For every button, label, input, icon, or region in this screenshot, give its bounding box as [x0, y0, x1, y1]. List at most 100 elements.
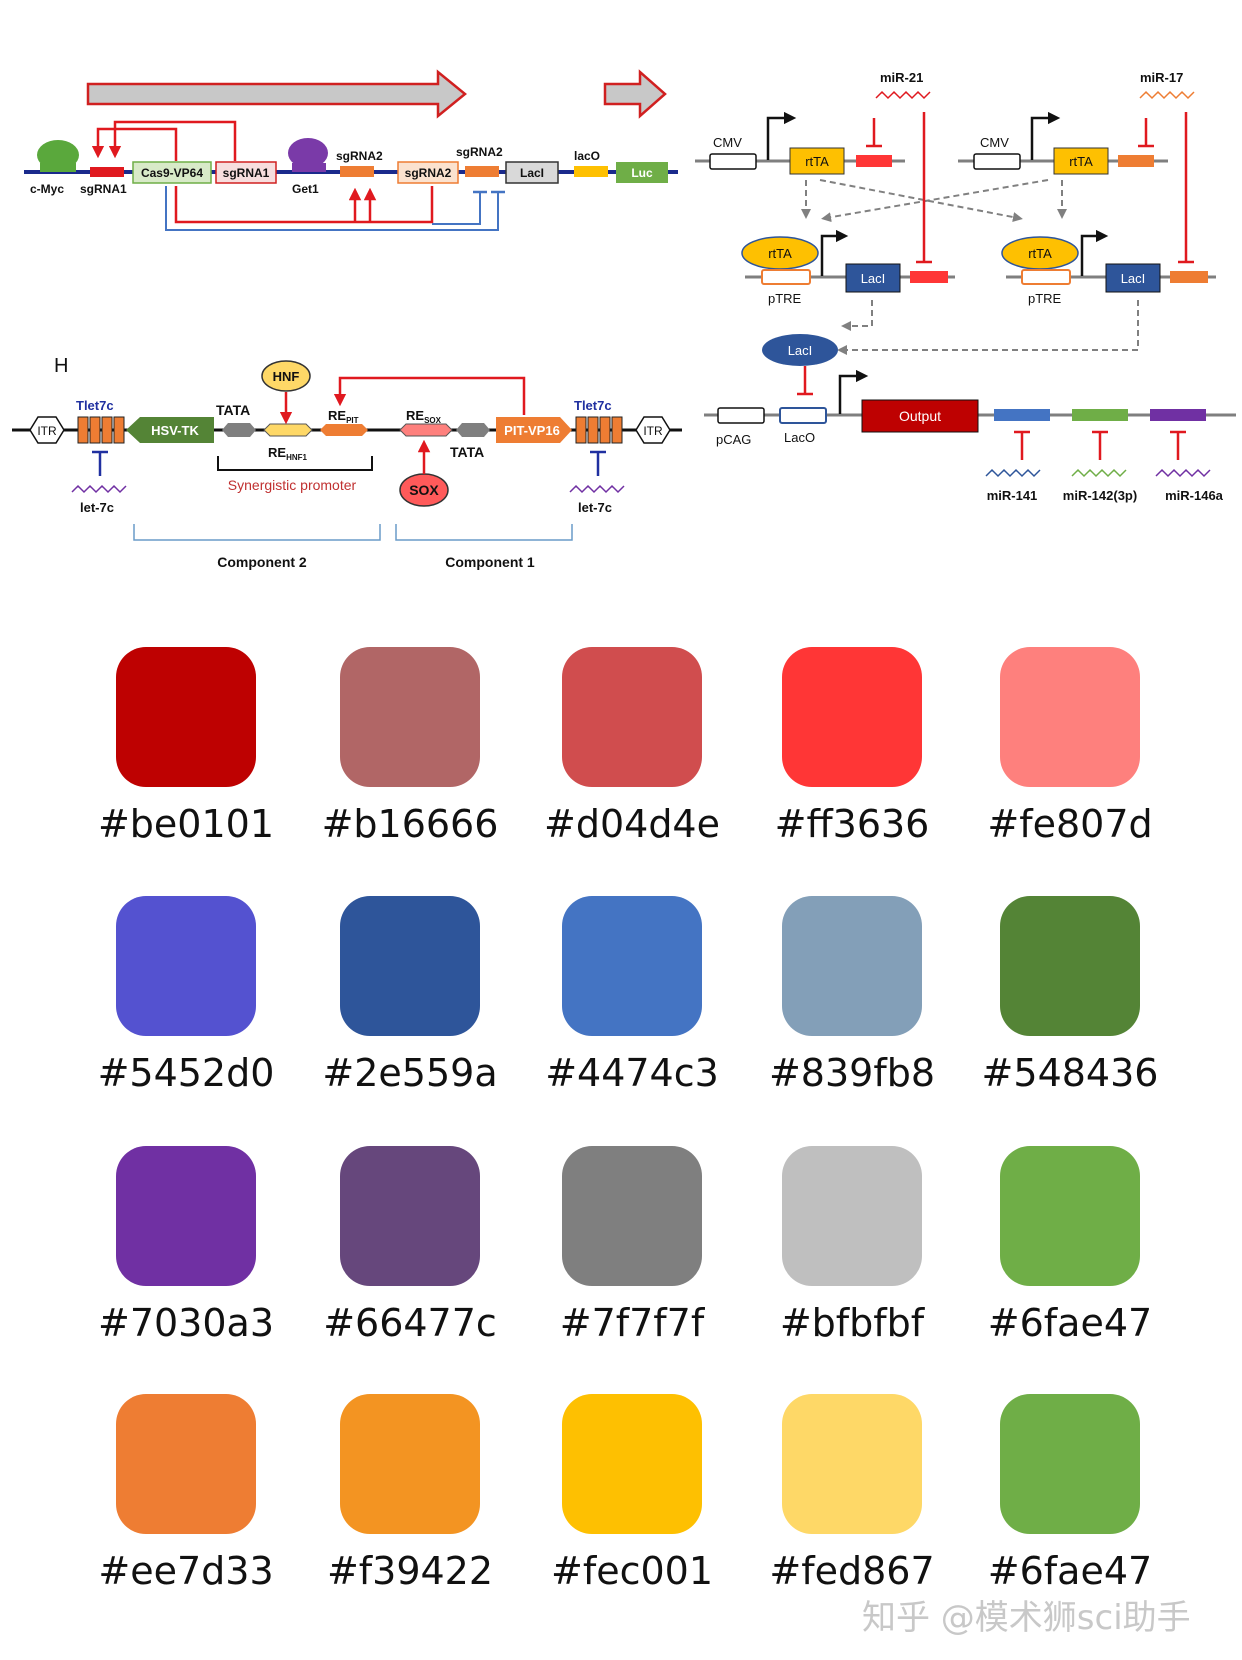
color-swatch — [562, 1394, 702, 1534]
color-hex-label: #bfbfbf — [779, 1301, 925, 1345]
laci-oval-label: LacI — [788, 343, 813, 358]
tss-arrow-output — [838, 369, 869, 414]
color-swatch — [1000, 647, 1140, 787]
output-label: Output — [899, 408, 941, 424]
laci-2-label: LacI — [1121, 271, 1146, 286]
dashed-laci-2 — [837, 300, 1139, 355]
let7c-right-mirna — [569, 484, 625, 494]
color-hex-label: #b16666 — [321, 802, 499, 846]
itr-right — [635, 416, 671, 444]
rtta-oval-1-label: rtTA — [768, 246, 792, 261]
tss-arrow-1 — [766, 111, 797, 160]
itr-right-label: ITR — [643, 424, 663, 438]
panel-c: miR-21 miR-17 CMV rtTA CMV rtTA rtTA — [695, 70, 1236, 503]
sgrna-link-red — [174, 186, 434, 224]
mir17-site-2 — [1170, 271, 1208, 283]
laci-box — [505, 161, 559, 184]
color-hex-label: #548436 — [981, 1051, 1159, 1095]
feedback-arrow-1 — [91, 127, 178, 161]
color-hex-label: #ff3636 — [774, 802, 930, 846]
pit-vp16-label: PIT-VP16 — [504, 423, 560, 438]
sgrna2-site-2 — [465, 166, 499, 177]
feedback-arrow-2 — [108, 120, 237, 161]
itr-left — [29, 416, 65, 444]
mir21-site-1 — [856, 155, 892, 167]
rtta-oval-2-label: rtTA — [1028, 246, 1052, 261]
dashed-cross-1 — [819, 179, 1023, 222]
hnf-oval — [261, 360, 311, 392]
pit-vp16-box — [496, 417, 572, 443]
cmv-promoter-2 — [973, 153, 1021, 170]
tata-box-1 — [222, 423, 256, 437]
sox-label: SOX — [409, 482, 439, 498]
re-sox-label: RESOX — [406, 408, 442, 425]
color-hex-label: #fec001 — [550, 1549, 714, 1593]
mir142-label: miR-142(3p) — [1063, 488, 1137, 503]
re-hnf1-label: REHNF1 — [268, 445, 308, 462]
color-swatch — [782, 1146, 922, 1286]
watermark: 知乎 @模术狮sci助手 — [862, 1598, 1191, 1638]
mir17-label: miR-17 — [1140, 70, 1183, 85]
sgrna2-top-label: sgRNA2 — [336, 149, 383, 163]
laco-label: lacO — [574, 149, 600, 163]
mir146a-wave — [1155, 468, 1211, 478]
cmv-1-label: CMV — [713, 135, 742, 150]
output-box — [861, 399, 979, 433]
mir21-wave — [875, 90, 931, 100]
tlet7c-right-sites — [575, 416, 623, 444]
component1-label: Component 1 — [445, 554, 535, 570]
laci-1-label: LacI — [861, 271, 886, 286]
re-hnf1-element — [263, 423, 313, 437]
color-swatch — [1000, 1394, 1140, 1534]
mir17-site-1 — [1118, 155, 1154, 167]
let7c-right-label: let-7c — [578, 500, 612, 515]
sgrna2-top2-label: sgRNA2 — [456, 145, 503, 159]
cas9-label: Cas9-VP64 — [141, 166, 203, 180]
color-swatch — [116, 647, 256, 787]
dashed-cross-2 — [821, 179, 1049, 223]
hsvtk-label: HSV-TK — [151, 423, 199, 438]
pcag-label: pCAG — [716, 432, 751, 447]
cmyc-label: c-Myc — [30, 182, 64, 196]
color-hex-label: #66477c — [323, 1301, 497, 1345]
ptre-2-label: pTRE — [1028, 291, 1062, 306]
ptre-promoter-2 — [1021, 269, 1071, 285]
cmyc-oval — [37, 140, 79, 170]
get1-site — [292, 163, 326, 172]
itr-left-label: ITR — [37, 424, 57, 438]
color-swatch — [340, 896, 480, 1036]
rtta-1-label: rtTA — [805, 154, 829, 169]
ptre-promoter-1 — [761, 269, 811, 285]
color-hex-label: #6fae47 — [987, 1549, 1153, 1593]
laco-operator — [779, 407, 827, 424]
panel-h: H ITR Tlet7c HSV-TK TATA HNF REHNF1 REPI… — [12, 355, 682, 570]
rtta-box-1 — [789, 147, 845, 175]
component1-bracket — [395, 524, 573, 541]
re-pit-element — [320, 424, 368, 436]
synergistic-label: Synergistic promoter — [228, 477, 357, 493]
color-swatch — [1000, 896, 1140, 1036]
sgrna1-box-label: sgRNA1 — [223, 166, 270, 180]
mir142-site — [1072, 409, 1128, 421]
color-hex-label: #4474c3 — [545, 1051, 719, 1095]
laco-output-label: LacO — [784, 430, 815, 445]
synergistic-bracket — [217, 456, 373, 471]
color-swatch — [116, 1146, 256, 1286]
get1-label: Get1 — [292, 182, 319, 196]
tss-arrow-2 — [1030, 111, 1061, 160]
color-hex-label: #7030a3 — [97, 1301, 274, 1345]
color-swatch — [340, 1146, 480, 1286]
tata-1-label: TATA — [216, 402, 250, 418]
circuit-diagram-figure: c-Myc sgRNA1 Cas9-VP64 sgRNA1 Get1 sgRNA… — [12, 69, 1236, 570]
sgrna1-label: sgRNA1 — [80, 182, 127, 196]
hnf-label: HNF — [273, 369, 300, 384]
color-swatch — [562, 1146, 702, 1286]
tss-arrow-3 — [820, 229, 849, 276]
cmyc-site — [40, 163, 76, 172]
color-swatch — [1000, 1146, 1140, 1286]
let7c-left-label: let-7c — [80, 500, 114, 515]
color-swatch — [782, 647, 922, 787]
component2-label: Component 2 — [217, 554, 307, 570]
rtta-2-label: rtTA — [1069, 154, 1093, 169]
dashed-laci-1 — [841, 300, 873, 331]
